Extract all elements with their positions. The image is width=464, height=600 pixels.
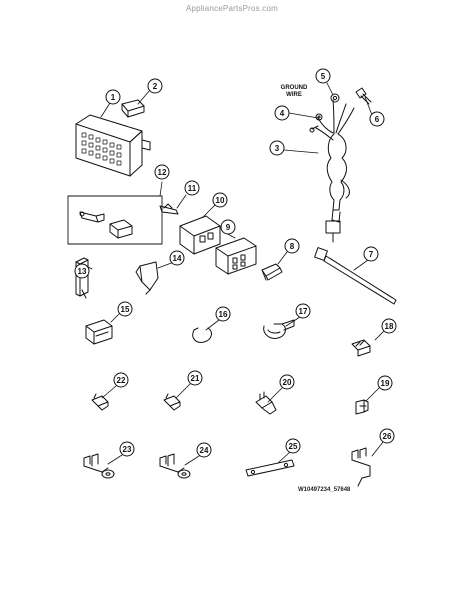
callout-circle-22 [113,372,129,388]
part-18-double-terminal [351,339,371,357]
ground-wire-label: GROUND WIRE [280,85,308,98]
part-15-bracket-clip [85,319,113,345]
part-25-flat-strap [245,459,295,477]
part-4-ground-screw-nut [309,113,323,133]
callout-circle-10 [212,192,228,208]
callout-circle-4 [274,105,290,121]
callout-number-13: 13 [78,267,87,276]
leader-lines [85,82,386,466]
callout-number-7: 7 [369,250,374,259]
callout-circle-7 [363,246,379,262]
callout-circle-6 [369,111,385,127]
part-24-ring-terminal [159,453,191,479]
callout-number-9: 9 [226,223,231,232]
callout-number-21: 21 [191,374,200,383]
part-20-terminal [255,391,277,415]
callout-circle-20 [279,374,295,390]
callout-circle-3 [269,140,285,156]
callout-circle-21 [187,370,203,386]
callout-circle-26 [379,428,395,444]
part-3-ground-wire-harness [315,99,355,243]
callout-number-5: 5 [321,72,326,81]
site-watermark: AppliancePartsPros.com [186,4,278,13]
callout-number-26: 26 [383,432,392,441]
part-6-ground-screw [355,87,372,105]
callout-circle-1 [105,89,121,105]
callout-circle-13 [74,263,90,279]
callout-circle-9 [220,219,236,235]
callout-number-14: 14 [173,254,182,263]
callout-number-18: 18 [385,322,394,331]
callout-number-22: 22 [117,376,126,385]
callout-circle-25 [285,438,301,454]
callout-number-4: 4 [280,109,285,118]
part-23-ring-terminal [83,453,115,479]
callout-number-10: 10 [216,196,225,205]
part-21-terminal [163,393,181,411]
callout-number-15: 15 [121,305,130,314]
part-7-cable-tie [314,247,397,305]
part-5-washer [330,93,340,103]
callout-number-11: 11 [188,184,197,193]
part-14-wedge-clip [135,261,159,295]
callout-number-6: 6 [375,115,380,124]
callout-number-17: 17 [299,307,308,316]
part-22-terminal [91,393,109,411]
callout-circle-16 [215,306,231,322]
part-12-terminal-kit [67,195,163,245]
callout-circle-23 [119,441,135,457]
part-16-ring-clamp [192,327,212,343]
callout-number-1: 1 [111,93,116,102]
part-10-connector-housing [179,215,221,255]
callout-circle-15 [117,301,133,317]
callout-number-2: 2 [153,82,158,91]
callout-number-20: 20 [283,378,292,387]
callout-circle-12 [154,164,170,180]
callout-circle-5 [315,68,331,84]
callout-circle-14 [169,250,185,266]
callout-number-3: 3 [275,144,280,153]
callout-circle-19 [377,375,393,391]
callout-circle-24 [196,442,212,458]
callout-circle-2 [147,78,163,94]
part-2-connector-clip [121,99,145,118]
diagram-reference-code: W10497234_57648 [298,487,351,493]
callout-circle-18 [381,318,397,334]
part-11-terminal [159,203,179,215]
part-9-connector-housing [215,237,257,275]
part-19-spade-terminal [355,399,369,415]
callout-number-16: 16 [219,310,228,319]
part-17-p-clamp [263,319,295,339]
callout-number-8: 8 [290,242,295,251]
callout-circle-11 [184,180,200,196]
callout-number-12: 12 [158,168,167,177]
callout-number-25: 25 [289,442,298,451]
callout-number-23: 23 [123,445,132,454]
part-8-pin-terminal [261,263,283,281]
callout-circle-8 [284,238,300,254]
part-26-double-terminal [351,447,371,487]
part-1-terminal-block [75,114,151,177]
callout-number-24: 24 [200,446,209,455]
callout-circle-17 [295,303,311,319]
callout-number-19: 19 [381,379,390,388]
